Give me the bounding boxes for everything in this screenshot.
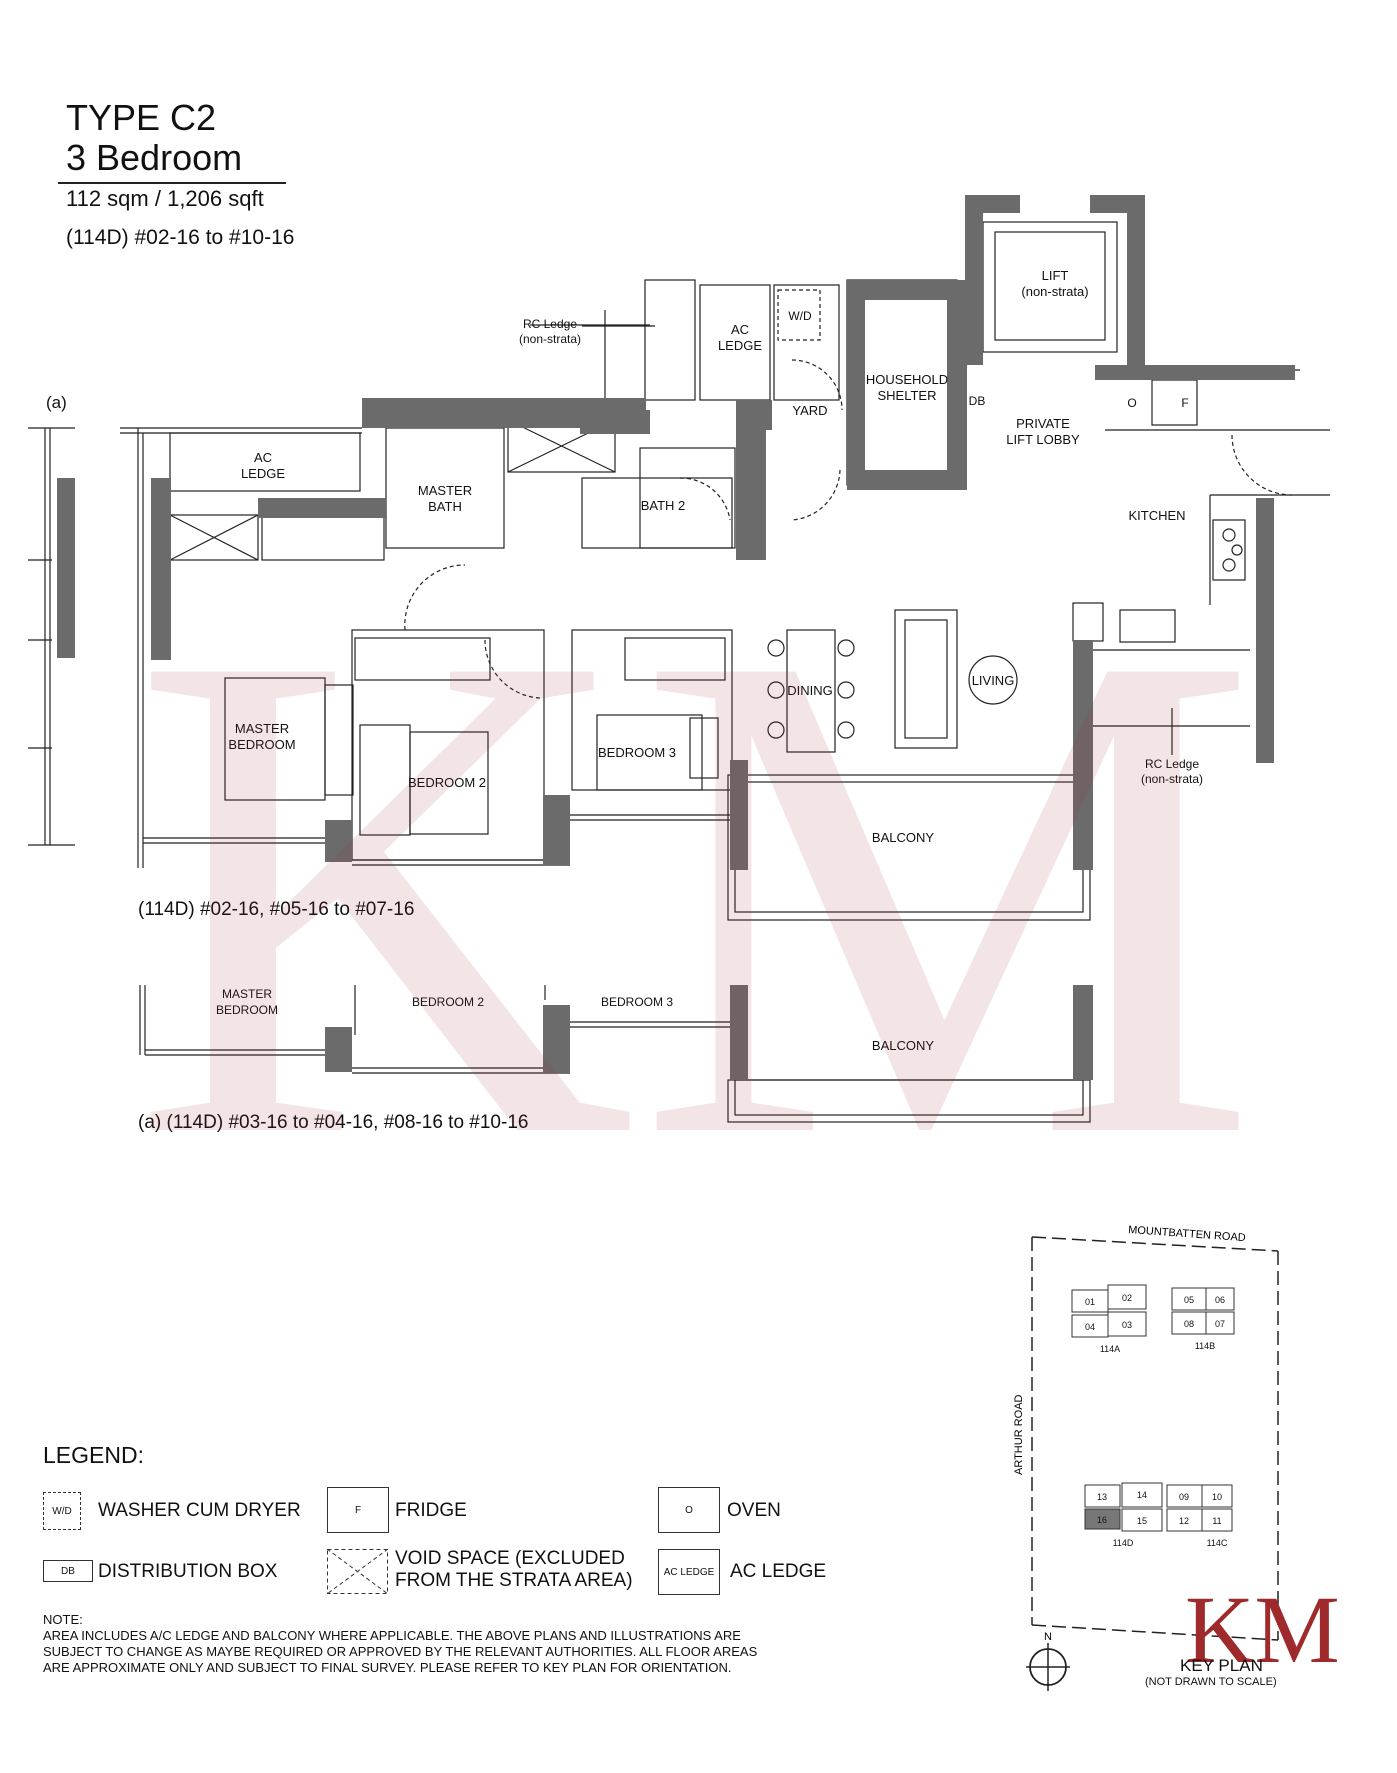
svg-text:15: 15	[1137, 1516, 1147, 1526]
arthur-road-label: ARTHUR ROAD	[1013, 1394, 1025, 1475]
bedroom-count: 3 Bedroom	[66, 137, 243, 178]
rc-ledge-right-label: RC Ledge(non-strata)	[1141, 757, 1203, 786]
svg-text:114A: 114A	[1100, 1344, 1120, 1354]
bedroom3-label: BEDROOM 3	[598, 745, 676, 760]
km-logo: KM	[1185, 1576, 1340, 1683]
dining-label: DINING	[787, 683, 833, 698]
svg-text:01: 01	[1085, 1297, 1095, 1307]
legend-db-symbol: DB	[43, 1560, 93, 1582]
key-plan: MOUNTBATTEN ROAD ARTHUR ROAD 01 02 04 03…	[1013, 1224, 1279, 1691]
svg-text:08: 08	[1184, 1319, 1194, 1329]
kitchen-label: KITCHEN	[1128, 508, 1185, 523]
alt-plan-caption: (a) (114D) #03-16 to #04-16, #08-16 to #…	[138, 1112, 528, 1133]
svg-text:07: 07	[1215, 1319, 1225, 1329]
title-divider	[58, 182, 286, 184]
alt-bedroom2-label: BEDROOM 2	[412, 995, 484, 1009]
key-plan-scale-note: (NOT DRAWN TO SCALE)	[1145, 1676, 1277, 1688]
unit-range: (114D) #02-16 to #10-16	[66, 226, 295, 249]
svg-text:02: 02	[1122, 1293, 1132, 1303]
svg-text:06: 06	[1215, 1295, 1225, 1305]
svg-text:10: 10	[1212, 1492, 1222, 1502]
svg-text:09: 09	[1179, 1492, 1189, 1502]
legend-ac-ledge-label: AC LEDGE	[730, 1561, 827, 1582]
svg-text:05: 05	[1184, 1295, 1194, 1305]
svg-text:114C: 114C	[1207, 1538, 1228, 1548]
svg-text:03: 03	[1122, 1320, 1132, 1330]
legend-void-label: VOID SPACE (EXCLUDED FROM THE STRATA ARE…	[395, 1548, 633, 1591]
legend-ac-ledge-symbol: AC LEDGE	[658, 1549, 720, 1595]
bath2-label: BATH 2	[641, 498, 686, 513]
legend-wd-label: WASHER CUM DRYER	[98, 1500, 301, 1521]
key-plan-label: KEY PLAN	[1180, 1656, 1263, 1675]
unit-area: 112 sqm / 1,206 sqft	[66, 186, 264, 211]
main-plan-caption: (114D) #02-16, #05-16 to #07-16	[138, 899, 414, 920]
washer-dryer-symbol: W/D	[788, 309, 812, 323]
svg-text:11: 11	[1212, 1516, 1221, 1526]
plan-type-title: TYPE C2	[66, 97, 217, 138]
balcony-label: BALCONY	[872, 830, 934, 845]
legend-title: LEGEND:	[43, 1442, 144, 1468]
bedroom2-label: BEDROOM 2	[408, 775, 486, 790]
svg-text:16: 16	[1097, 1515, 1107, 1525]
disclaimer-note: NOTE: AREA INCLUDES A/C LEDGE AND BALCON…	[43, 1612, 758, 1675]
svg-text:N: N	[1044, 1631, 1052, 1643]
legend-db-label: DISTRIBUTION BOX	[98, 1561, 278, 1582]
svg-text:12: 12	[1179, 1516, 1189, 1526]
lift-label: LIFT(non-strata)	[1021, 268, 1088, 299]
svg-text:04: 04	[1085, 1322, 1095, 1332]
yard-label: YARD	[792, 403, 827, 418]
legend-fridge-label: FRIDGE	[395, 1500, 467, 1521]
oven-symbol: O	[1127, 396, 1136, 410]
fridge-symbol: F	[1181, 396, 1188, 410]
north-arrow-icon: N	[1026, 1631, 1070, 1691]
rc-ledge-top-label: RC Ledge(non-strata)	[519, 317, 581, 346]
legend-void-symbol	[327, 1549, 388, 1594]
svg-text:14: 14	[1137, 1490, 1147, 1500]
svg-text:114B: 114B	[1195, 1341, 1215, 1351]
alt-marker: (a)	[46, 393, 67, 412]
legend-oven-label: OVEN	[727, 1500, 781, 1521]
living-label: LIVING	[972, 673, 1015, 688]
alt-balcony-label: BALCONY	[872, 1038, 934, 1053]
alt-bedroom3-label: BEDROOM 3	[601, 995, 673, 1009]
svg-text:114D: 114D	[1113, 1538, 1134, 1548]
legend-wd-symbol: W/D	[43, 1492, 81, 1530]
legend-oven-symbol: O	[658, 1487, 720, 1533]
svg-text:13: 13	[1097, 1492, 1107, 1502]
legend-fridge-symbol: F	[327, 1487, 389, 1533]
db-label: DB	[969, 394, 986, 408]
mountbatten-road-label: MOUNTBATTEN ROAD	[1128, 1224, 1246, 1244]
